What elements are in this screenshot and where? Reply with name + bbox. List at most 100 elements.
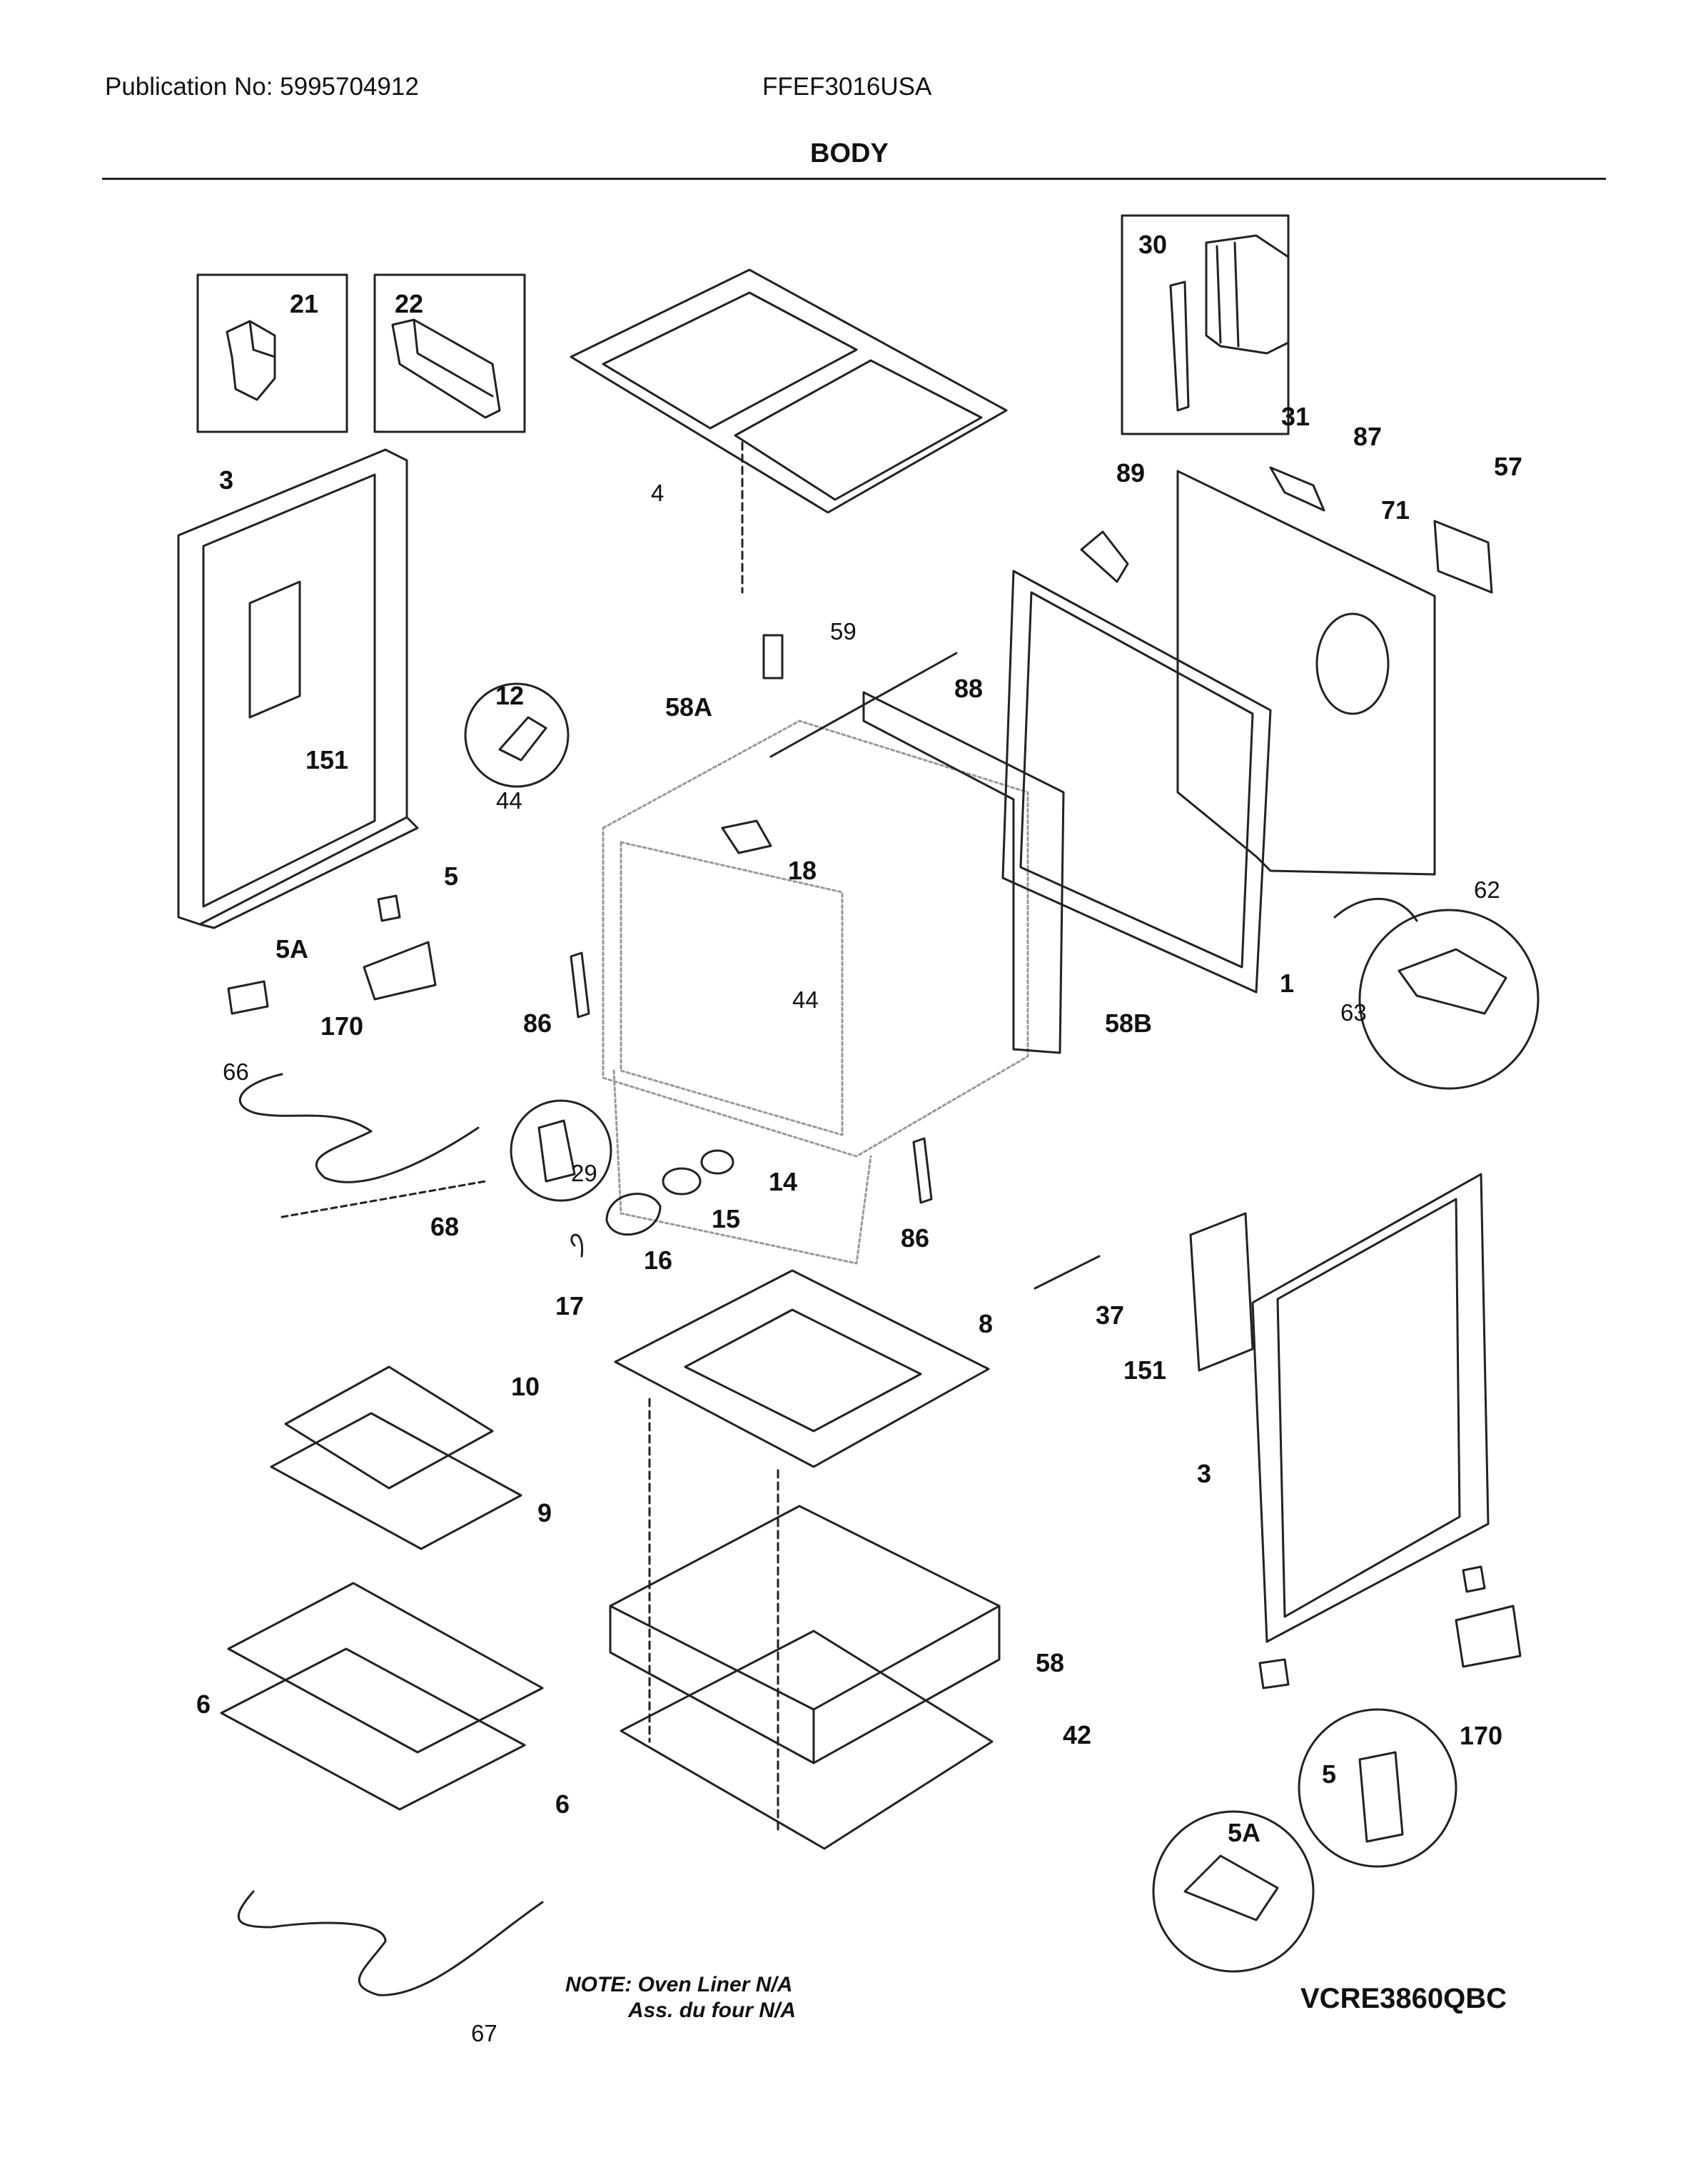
callout-68: 68	[430, 1212, 459, 1241]
part-151-right-bracket	[1189, 1212, 1254, 1372]
callout-5-left: 5	[444, 862, 458, 891]
section-title: BODY	[810, 138, 889, 168]
part-18-bracket	[721, 819, 772, 854]
part-62-zoom	[1358, 909, 1540, 1090]
callout-5A-left: 5A	[276, 934, 308, 964]
callout-3-left: 3	[219, 465, 233, 495]
part-3-right-side-panel	[1251, 1173, 1490, 1643]
callout-57: 57	[1494, 452, 1522, 481]
part-71-rear-cover	[1176, 470, 1436, 876]
part-89-bracket	[1080, 530, 1129, 583]
inset-box-21	[196, 273, 348, 433]
part-10-broil-pan-insert	[284, 1365, 494, 1490]
publication-number: Publication No: 5995704912	[105, 73, 419, 101]
callout-6-lower: 6	[555, 1789, 570, 1819]
callout-6-upper: 6	[196, 1689, 211, 1719]
part-62-terminal-block	[1398, 948, 1507, 1015]
callout-10: 10	[511, 1372, 540, 1401]
callout-8: 8	[979, 1309, 993, 1338]
callout-12: 12	[495, 681, 524, 710]
callout-86-right: 86	[901, 1223, 929, 1253]
callout-62: 62	[1474, 877, 1500, 903]
part-12-sensor	[498, 716, 547, 762]
callout-170-left: 170	[320, 1011, 363, 1041]
callout-170-right: 170	[1460, 1721, 1502, 1750]
part-6-oven-rack-upper	[227, 1582, 544, 1754]
part-58-insulation	[609, 1505, 1001, 1764]
callout-86-left: 86	[523, 1009, 552, 1038]
part-22-bracket	[391, 318, 501, 419]
part-1-back-panel	[1001, 570, 1272, 994]
part-67-bake-element	[237, 1890, 544, 1996]
part-66-broil-element	[238, 1073, 480, 1183]
part-5-left-leg	[377, 894, 401, 922]
part-86-left-bracket	[570, 951, 590, 1019]
callout-151-left: 151	[305, 745, 348, 774]
part-15-bulb	[662, 1167, 702, 1196]
callout-1: 1	[1280, 969, 1294, 998]
part-88-wire	[769, 652, 958, 758]
note-line-2: Ass. du four N/A	[628, 1999, 797, 2022]
callout-18: 18	[788, 856, 817, 885]
part-5-zoom-leg	[1358, 1751, 1404, 1843]
callout-16: 16	[644, 1246, 672, 1275]
callout-151-right: 151	[1123, 1355, 1166, 1385]
part-5A-zoom-leveler	[1183, 1854, 1279, 1921]
leader-dashes	[648, 441, 779, 1836]
part-58A-oven-cavity	[602, 719, 1029, 1265]
callout-3-right: 3	[1197, 1459, 1211, 1488]
callout-5A-right: 5A	[1228, 1818, 1260, 1847]
callout-31: 31	[1281, 402, 1310, 431]
callout-44-lower: 44	[792, 986, 819, 1013]
part-29-bracket	[537, 1119, 576, 1183]
callout-22: 22	[395, 289, 423, 318]
part-30-vent-trim	[1169, 234, 1290, 412]
callout-4: 4	[651, 480, 664, 506]
part-68-retainer	[281, 1180, 487, 1218]
part-170-right-bracket	[1455, 1605, 1522, 1668]
part-8-bottom-panel	[614, 1269, 990, 1468]
inset-box-22	[373, 273, 526, 433]
part-21-bracket	[226, 320, 276, 401]
part-14-socket	[700, 1149, 734, 1175]
callout-58B: 58B	[1105, 1009, 1152, 1038]
zoom-arrow	[1333, 897, 1418, 922]
callout-15: 15	[712, 1204, 740, 1233]
callout-89: 89	[1116, 458, 1145, 488]
part-58B-gasket	[862, 691, 1065, 1054]
callout-17: 17	[555, 1291, 584, 1320]
callout-66: 66	[223, 1059, 249, 1085]
part-12-zoom	[464, 682, 570, 788]
callout-71: 71	[1381, 495, 1410, 525]
part-17-clip	[570, 1233, 584, 1258]
part-6-oven-rack-lower	[220, 1647, 526, 1811]
callout-87: 87	[1353, 422, 1382, 451]
part-87-bracket	[1269, 466, 1325, 512]
part-37-wire	[1034, 1255, 1101, 1290]
part-170-left-bracket	[363, 941, 437, 1001]
callout-44-upper: 44	[496, 787, 522, 814]
callout-9: 9	[537, 1498, 552, 1527]
callout-58: 58	[1036, 1648, 1064, 1677]
callout-59: 59	[830, 618, 856, 645]
callout-37: 37	[1096, 1300, 1124, 1330]
callout-29: 29	[571, 1160, 597, 1186]
part-42-bottom-plate	[620, 1630, 994, 1850]
part-59-spacer	[762, 634, 784, 680]
part-5-right-leg	[1462, 1565, 1486, 1593]
callout-63: 63	[1340, 999, 1367, 1026]
callout-21: 21	[290, 289, 318, 318]
part-29-zoom	[510, 1099, 612, 1202]
callout-88: 88	[954, 674, 983, 703]
callout-30: 30	[1138, 230, 1167, 259]
model-number: FFEF3016USA	[762, 73, 932, 101]
part-4-top-panel	[570, 268, 1008, 514]
callout-5-right: 5	[1322, 1759, 1336, 1789]
part-16-lens	[605, 1193, 662, 1236]
part-5-zoom	[1298, 1708, 1457, 1868]
header-divider	[102, 178, 1606, 180]
callout-67: 67	[471, 2020, 497, 2046]
part-57-vent	[1433, 520, 1493, 594]
part-86-right-bracket	[912, 1137, 933, 1204]
part-5A-left-leveler	[227, 980, 269, 1015]
